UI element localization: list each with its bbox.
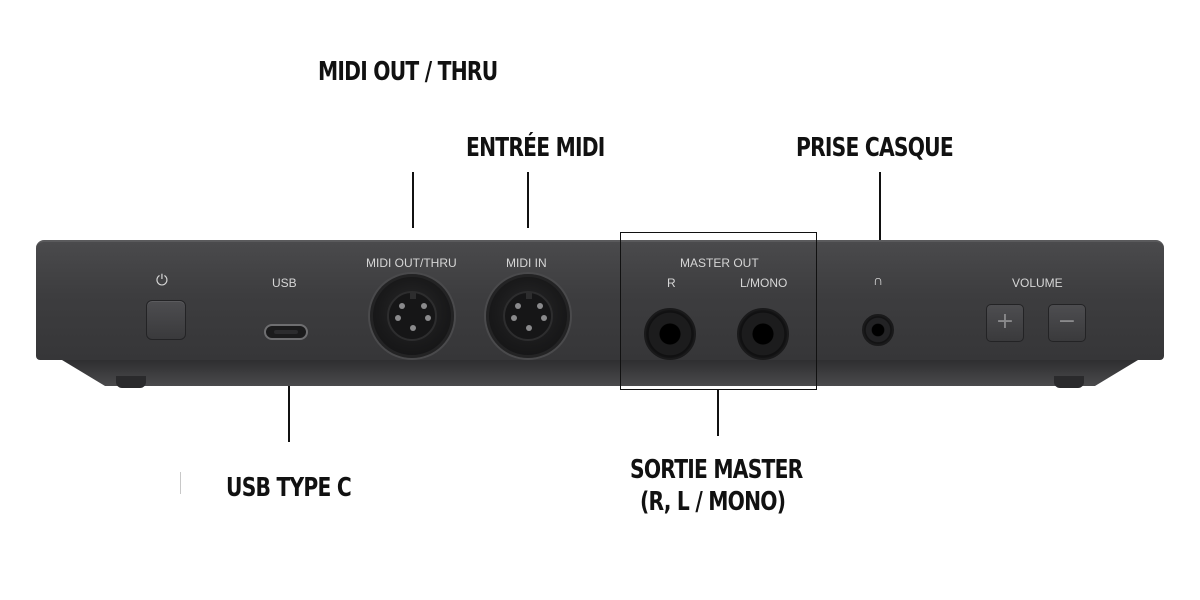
leader-midi-in xyxy=(527,172,529,228)
leader-master xyxy=(717,390,719,436)
leader-usb xyxy=(288,346,290,442)
master-out-r-jack[interactable] xyxy=(644,308,696,360)
callout-headphone: PRISE CASQUE xyxy=(796,133,954,163)
master-out-lmono-jack[interactable] xyxy=(737,308,789,360)
din-notch xyxy=(526,293,532,299)
master-lmono-label: L/MONO xyxy=(740,276,788,290)
midi-out-thru-port[interactable] xyxy=(370,274,454,358)
midi-out-thru-label: MIDI OUT/THRU xyxy=(366,256,457,270)
headphone-jack[interactable] xyxy=(862,314,894,346)
din-pin xyxy=(399,303,405,309)
device-base xyxy=(62,360,1138,386)
divider-tick xyxy=(180,472,181,494)
din-notch xyxy=(410,293,416,299)
usb-label: USB xyxy=(272,276,297,290)
device-foot-right xyxy=(1054,376,1084,388)
callout-midi-in: ENTRÉE MIDI xyxy=(466,133,605,163)
leader-midi-out xyxy=(412,172,414,228)
minus-icon: − xyxy=(1057,309,1077,334)
device-foot-left xyxy=(116,376,146,388)
din-pin xyxy=(515,303,521,309)
din-pin xyxy=(526,325,532,331)
device-body: ⏻ USB MIDI OUT/THRU MIDI IN xyxy=(36,240,1164,360)
din-pin xyxy=(410,325,416,331)
master-r-label: R xyxy=(667,276,676,290)
din-pin xyxy=(421,303,427,309)
din-pin xyxy=(425,315,431,321)
headphone-icon: ∩ xyxy=(873,272,884,288)
din-pin xyxy=(511,315,517,321)
power-icon: ⏻ xyxy=(156,272,168,289)
callout-usb: USB TYPE C xyxy=(226,473,352,503)
callout-master-line1: SORTIE MASTER xyxy=(630,455,803,485)
power-button[interactable] xyxy=(146,300,186,340)
master-out-highlight-box xyxy=(620,232,817,390)
din-pin xyxy=(537,303,543,309)
midi-out-din-face xyxy=(387,291,437,341)
volume-up-button[interactable]: + xyxy=(986,304,1024,342)
volume-label: VOLUME xyxy=(1012,276,1063,290)
callout-master-line2: (R, L / MONO) xyxy=(640,487,786,517)
usb-c-port[interactable] xyxy=(264,324,308,340)
volume-down-button[interactable]: − xyxy=(1048,304,1086,342)
master-out-label: MASTER OUT xyxy=(680,256,759,270)
midi-in-label: MIDI IN xyxy=(506,256,547,270)
midi-in-port[interactable] xyxy=(486,274,570,358)
leader-headphone xyxy=(879,172,881,258)
midi-in-din-face xyxy=(503,291,553,341)
din-pin xyxy=(395,315,401,321)
device-rear-panel: ⏻ USB MIDI OUT/THRU MIDI IN xyxy=(36,240,1164,390)
din-pin xyxy=(541,315,547,321)
callout-midi-out-thru: MIDI OUT / THRU xyxy=(318,57,498,87)
plus-icon: + xyxy=(995,309,1015,334)
